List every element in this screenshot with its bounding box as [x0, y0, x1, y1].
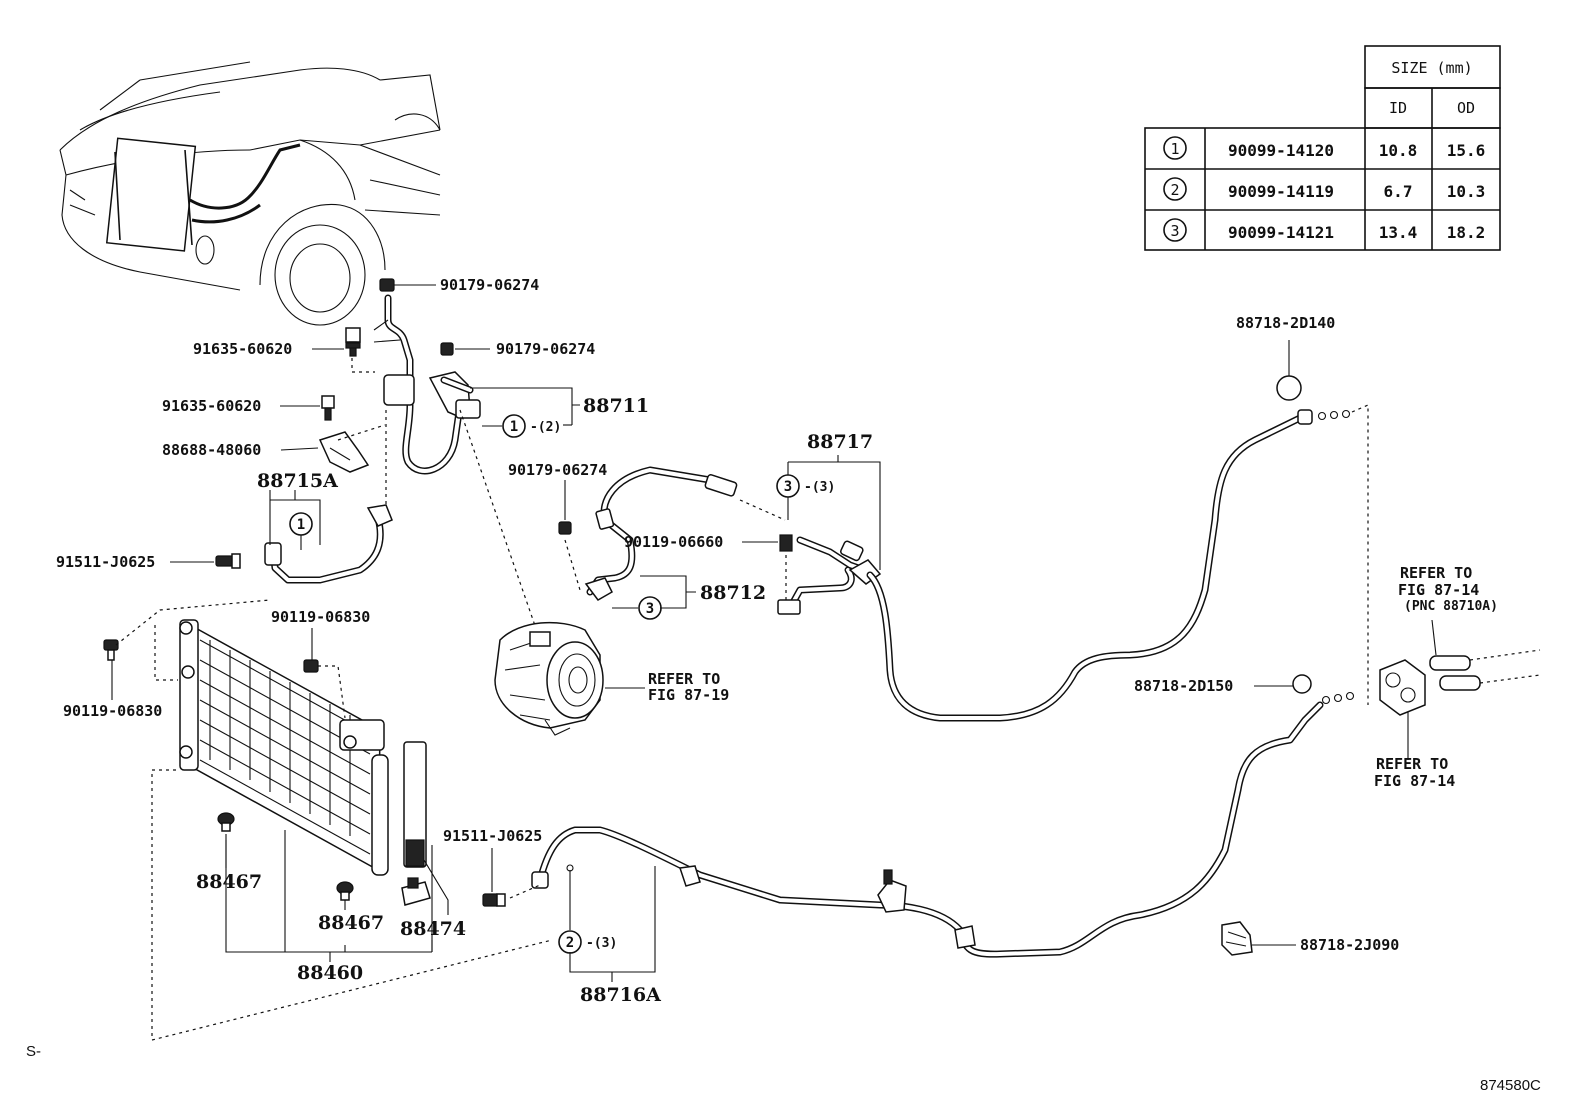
size-table-col-od: OD: [1457, 99, 1475, 117]
label-88467-a: 88467: [196, 871, 262, 893]
label-88467-b: 88467: [318, 912, 384, 934]
label-88688-48060: 88688-48060: [162, 441, 261, 459]
receiver-88474: [401, 741, 431, 906]
label-88712: 88712: [700, 582, 766, 604]
bolt-90119-06830-a: [103, 639, 119, 661]
ref-fig87-14-top-line1: REFER TO: [1400, 564, 1472, 582]
size-row-1-key: 1: [1170, 140, 1179, 158]
size-row-3-key: 3: [1170, 222, 1179, 240]
size-row-1-part: 90099-14120: [1228, 141, 1334, 160]
ref-fig87-14-top-line2: FIG 87-14: [1398, 581, 1479, 599]
bolt-90179-mid: [440, 342, 454, 356]
ref-fig87-14-bot-line2: FIG 87-14: [1374, 772, 1455, 790]
label-91635-60620-a: 91635-60620: [193, 340, 292, 358]
size-table-header: SIZE (mm): [1391, 59, 1472, 77]
condenser: [179, 619, 389, 876]
label-90179-06274-mid: 90179-06274: [496, 340, 595, 358]
compressor: [494, 621, 604, 736]
bracket-88467-a: [217, 812, 235, 832]
label-88474: 88474: [400, 918, 466, 940]
label-88718-2D140: 88718-2D140: [1236, 314, 1335, 332]
callout-1-88715A: 1: [297, 517, 305, 533]
size-row-1-id: 10.8: [1379, 141, 1418, 160]
bolt-90179-top: [379, 278, 395, 292]
bolt-90179-low: [558, 521, 572, 535]
valve-90119-06660: [779, 534, 793, 552]
clamp-88688: [318, 431, 370, 473]
bracket-88467-b: [336, 881, 354, 901]
callout-1-88711-qty: -(2): [530, 420, 561, 435]
size-row-1-od: 15.6: [1447, 141, 1486, 160]
callout-1-88711: 1: [510, 419, 518, 435]
label-90119-06830-a: 90119-06830: [63, 702, 162, 720]
label-88711: 88711: [583, 395, 649, 417]
ref-compressor-line1: REFER TO: [648, 670, 720, 688]
liquid-tube-88715A: [264, 504, 393, 584]
label-90179-06274-low: 90179-06274: [508, 461, 607, 479]
label-90119-06830-b: 90119-06830: [271, 608, 370, 626]
size-row-2-part: 90099-14119: [1228, 182, 1334, 201]
callout-3-88717: 3: [784, 479, 792, 495]
size-row-2-id: 6.7: [1384, 182, 1413, 201]
label-90119-06660: 90119-06660: [624, 533, 723, 551]
size-row-2-key: 2: [1170, 181, 1179, 199]
size-row-3-id: 13.4: [1379, 223, 1418, 242]
size-table-col-id: ID: [1389, 99, 1407, 117]
callout-2-88716A: 2: [566, 935, 574, 951]
label-88715A: 88715A: [257, 470, 338, 492]
label-90179-06274-top: 90179-06274: [440, 276, 539, 294]
tube-88712: [584, 466, 738, 601]
label-91511-J0625-a: 91511-J0625: [56, 553, 155, 571]
bolt-91511-b: [482, 893, 506, 907]
label-88716A: 88716A: [580, 984, 661, 1006]
bolt-91635-b: [321, 395, 335, 421]
label-88718-2D150: 88718-2D150: [1134, 677, 1233, 695]
footer-figure-number: 874580C: [1480, 1077, 1541, 1094]
ref-compressor-line2: FIG 87-19: [648, 686, 729, 704]
cap-88718-2D140: [1276, 375, 1302, 401]
label-91635-60620-b: 91635-60620: [162, 397, 261, 415]
label-88460: 88460: [297, 962, 363, 984]
callout-2-88716A-qty: -(3): [586, 936, 617, 951]
size-row-2-od: 10.3: [1447, 182, 1486, 201]
bolt-91635-a: [345, 327, 361, 357]
bolt-90119-06830-b: [303, 659, 319, 673]
callout-3-88712: 3: [646, 601, 654, 617]
clamp-88718-2J090: [1221, 921, 1253, 956]
vehicle-illustration: [59, 61, 441, 326]
discharge-hose-88711: [373, 294, 481, 475]
footer-left-code: S-: [26, 1043, 41, 1060]
label-91511-J0625-b: 91511-J0625: [443, 827, 542, 845]
suction-tube-long: [866, 409, 1351, 722]
suction-hose-88717: [777, 536, 882, 615]
expansion-valve-block: [1379, 619, 1541, 716]
callout-3-88717-qty: -(3): [804, 480, 835, 495]
size-table: SIZE (mm) ID OD 1 90099-14120 10.8 15.6 …: [1144, 45, 1501, 251]
label-88718-2J090: 88718-2J090: [1300, 936, 1399, 954]
ref-fig87-14-bot-line1: REFER TO: [1376, 755, 1448, 773]
label-88717: 88717: [807, 431, 873, 453]
size-row-3-part: 90099-14121: [1228, 223, 1334, 242]
bolt-91511-a: [215, 553, 241, 569]
ref-fig87-14-top-line3: (PNC 88710A): [1404, 599, 1498, 614]
cap-88718-2D150: [1292, 674, 1312, 694]
size-row-3-od: 18.2: [1447, 223, 1486, 242]
liquid-tube-88716A: [531, 691, 1355, 958]
